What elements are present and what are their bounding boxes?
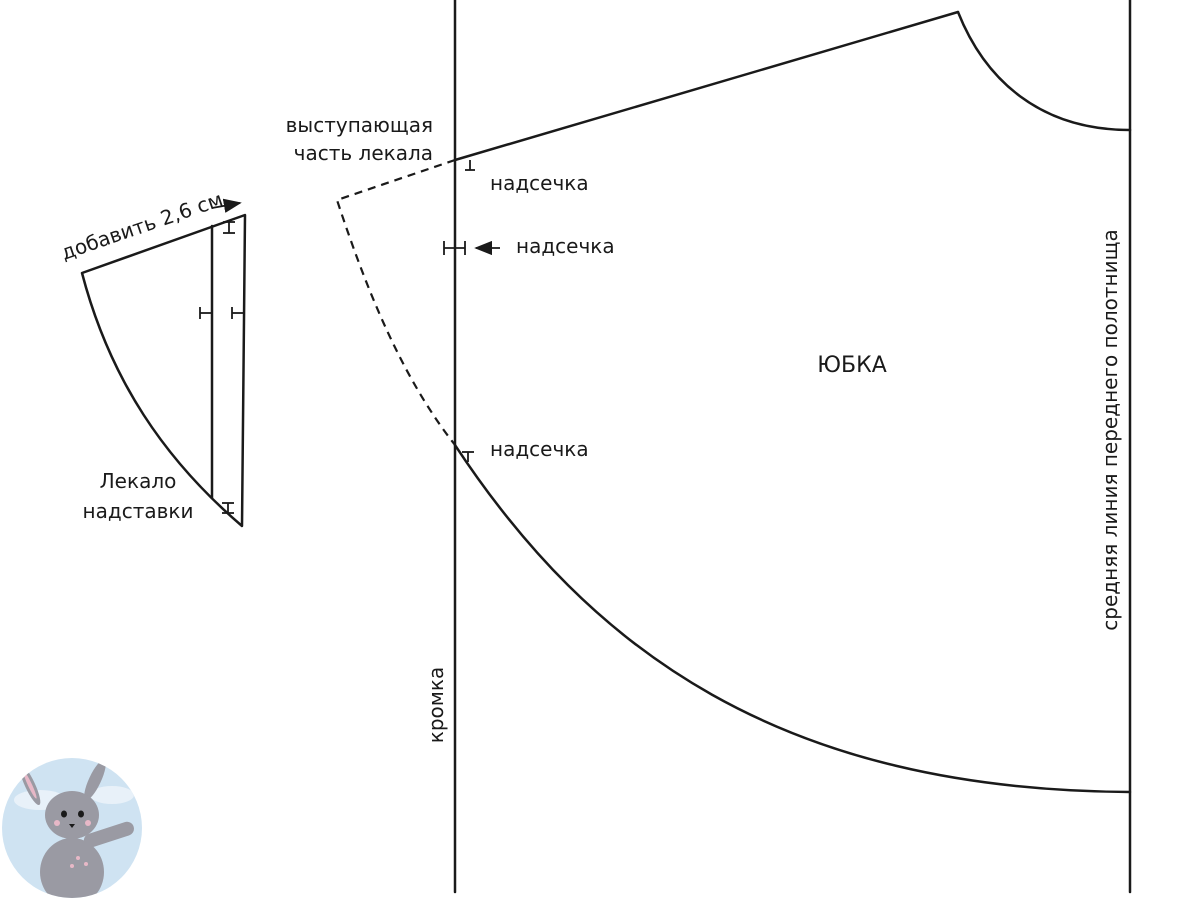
template-notch-left <box>199 307 212 319</box>
center-front-line-label: средняя линия переднего полотнища <box>1098 229 1122 630</box>
selvedge-label: кромка <box>424 667 448 743</box>
notch-mark-top <box>465 160 475 171</box>
notch-label-middle: надсечка <box>516 234 615 258</box>
add-amount-label: добавить 2,6 см <box>58 187 226 265</box>
extension-template-label-line1: Лекало <box>100 469 177 493</box>
skirt-pattern: выступающая часть лекала надсечка надсеч… <box>286 0 1132 894</box>
notch-mark-bottom <box>462 451 474 462</box>
skirt-label: ЮБКА <box>817 353 887 378</box>
hem-curve <box>453 443 1132 794</box>
extension-template-outline <box>80 213 247 528</box>
notch-label-top: надсечка <box>490 171 589 195</box>
notch-mark-middle <box>443 241 466 255</box>
protruding-part-label-line2: часть лекала <box>294 141 433 165</box>
waist-curve <box>956 10 1132 132</box>
add-amount-arrow <box>211 198 242 213</box>
notch-label-bottom: надсечка <box>490 437 589 461</box>
template-notch-bottom <box>222 502 234 514</box>
extension-template: добавить 2,6 см Лекало надставки <box>58 187 247 528</box>
extension-template-label-line2: надставки <box>83 499 194 523</box>
bunny-logo-icon <box>2 758 142 898</box>
skirt-top-edge <box>453 10 960 162</box>
protruding-template-outline <box>335 158 456 446</box>
template-notch-right <box>231 307 245 319</box>
template-notch-top <box>223 221 235 234</box>
protruding-part-label-line1: выступающая <box>286 113 433 137</box>
